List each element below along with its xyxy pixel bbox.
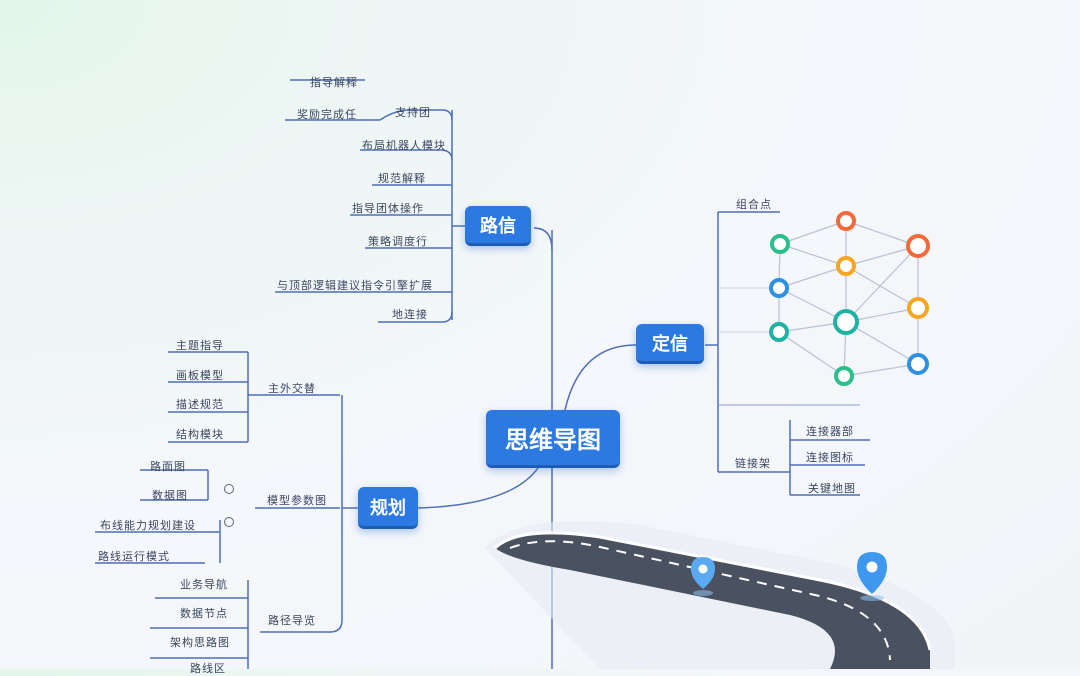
branch-label[interactable]: 地连接 — [392, 308, 428, 321]
branch-label[interactable]: 策略调度行 — [368, 235, 428, 248]
branch-label[interactable]: 画板模型 — [176, 369, 224, 382]
graph-node — [907, 353, 929, 375]
branch-label[interactable]: 架构思路图 — [170, 636, 230, 649]
branch-label[interactable]: 数据图 — [152, 489, 188, 502]
graph-node — [769, 278, 789, 298]
topic-node-right[interactable]: 定信 — [636, 324, 704, 364]
branch-label[interactable]: 主题指导 — [176, 339, 224, 352]
graph-node — [907, 297, 929, 319]
branch-label[interactable]: 链接架 — [735, 457, 771, 470]
graph-node — [836, 211, 856, 231]
road-lane-mark — [509, 540, 891, 661]
location-pin-icon — [691, 557, 715, 596]
location-pin-icon — [857, 552, 887, 601]
branch-label[interactable]: 组合点 — [736, 198, 772, 211]
graph-node — [833, 309, 859, 335]
branch-label[interactable]: 业务导航 — [180, 578, 228, 591]
graph-node — [836, 256, 856, 276]
branch-label[interactable]: 路线区 — [190, 662, 226, 675]
graph-node — [834, 366, 854, 386]
branch-label[interactable]: 结构模块 — [176, 428, 224, 441]
branch-label[interactable]: 路线运行模式 — [98, 550, 170, 563]
branch-label[interactable]: 规范解释 — [378, 172, 426, 185]
branch-label[interactable]: 关键地图 — [808, 482, 856, 495]
branch-label[interactable]: 连接图标 — [806, 451, 854, 464]
branch-label[interactable]: 与顶部逻辑建议指令引擎扩展 — [277, 279, 433, 292]
branch-label[interactable]: 模型参数图 — [267, 494, 327, 507]
branch-label[interactable]: 数据节点 — [180, 607, 228, 620]
branch-label[interactable]: 支持团 — [395, 106, 431, 119]
graph-node — [769, 322, 789, 342]
top-branch-line — [533, 227, 553, 251]
branch-label[interactable]: 奖励完成任 — [297, 108, 357, 121]
graph-node — [906, 234, 930, 258]
branch-label[interactable]: 指导团体操作 — [352, 202, 424, 215]
branch-label[interactable]: 描述规范 — [176, 398, 224, 411]
expand-toggle-icon[interactable] — [224, 517, 234, 527]
topic-node-left[interactable]: 规划 — [358, 487, 418, 529]
branch-label[interactable]: 主外交替 — [268, 382, 316, 395]
branch-label[interactable]: 指导解释 — [310, 76, 358, 89]
branch-label[interactable]: 布线能力规划建设 — [100, 519, 196, 532]
road-surface — [495, 532, 930, 669]
topic-node-top[interactable]: 路信 — [465, 206, 531, 246]
branch-label[interactable]: 连接器部 — [806, 425, 854, 438]
central-node[interactable]: 思维导图 — [486, 410, 620, 468]
right-branch-line — [564, 344, 637, 411]
left-branch-line — [417, 464, 541, 509]
graph-node — [770, 234, 790, 254]
branch-label[interactable]: 路径导览 — [268, 614, 316, 627]
branch-label[interactable]: 布局机器人模块 — [362, 139, 446, 152]
expand-toggle-icon[interactable] — [224, 484, 234, 494]
branch-label[interactable]: 路面图 — [150, 460, 186, 473]
